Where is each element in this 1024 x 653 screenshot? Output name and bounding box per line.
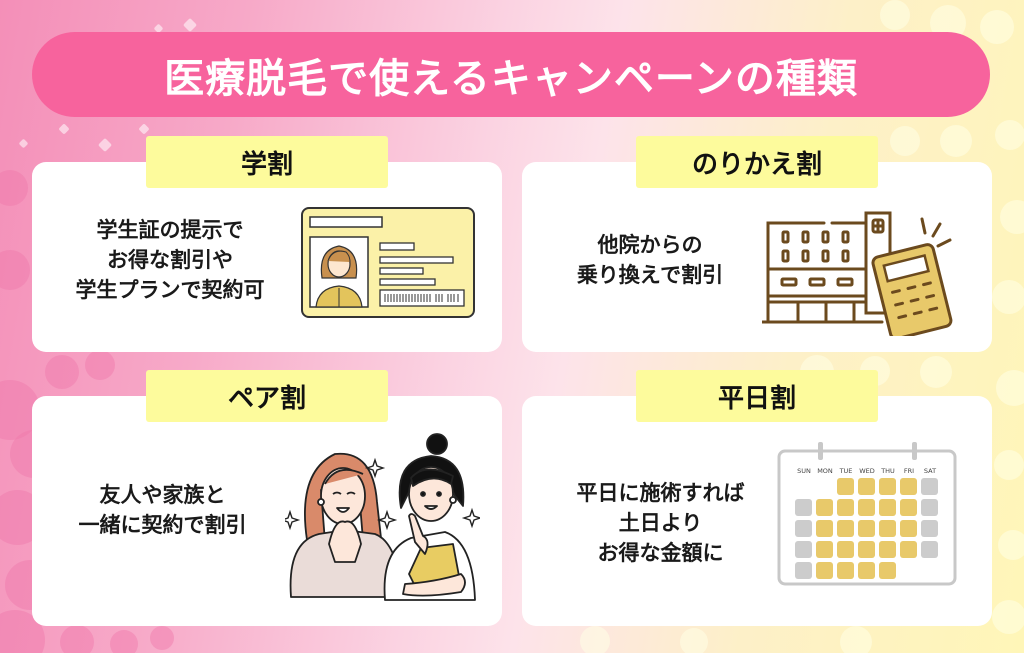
student-id-card-icon — [301, 207, 475, 318]
calendar-day-thu: THU — [880, 467, 895, 475]
desc-line: 乗り換えで割引 — [576, 263, 724, 287]
calendar-day-tue: TUE — [839, 467, 853, 475]
desc-line: 友人や家族と — [99, 483, 226, 507]
desc-line: 土日より — [618, 510, 703, 535]
calendar-day-wed: WED — [859, 467, 875, 475]
page-title: 医療脱毛で使えるキャンペーンの種類 — [164, 55, 858, 102]
desc-line: お得な金額に — [597, 540, 724, 565]
desc-line: 学生証の提示で — [96, 218, 244, 242]
calendar-day-mon: MON — [817, 467, 833, 475]
calendar-day-sat: SAT — [924, 467, 936, 475]
clinic-building-calculator-icon — [762, 211, 953, 336]
campaign-desc-weekday: 平日に施術すれば 土日より お得な金額に — [548, 470, 773, 575]
campaign-label-transfer: のりかえ割 — [636, 136, 878, 188]
title-banner: 医療脱毛で使えるキャンペーンの種類 — [32, 32, 990, 117]
campaign-desc-transfer: 他院からの 乗り換えで割引 — [540, 215, 760, 305]
calendar-day-sun: SUN — [797, 467, 811, 475]
calendar-day-fri: FRI — [904, 467, 914, 475]
campaign-desc-pair: 友人や家族と 一緒に契約で割引 — [50, 470, 275, 550]
weekday-calendar-icon: SUN MON TUE WED THU FRI SAT — [777, 442, 957, 586]
two-women-friends-icon — [285, 433, 480, 601]
desc-line: 平日に施術すれば — [576, 480, 745, 505]
campaign-label-weekday: 平日割 — [636, 370, 878, 422]
desc-line: 学生プランで契約可 — [75, 278, 265, 302]
campaign-label-pair: ペア割 — [146, 370, 388, 422]
desc-line: 他院からの — [597, 233, 703, 257]
desc-line: 一緒に契約で割引 — [78, 513, 247, 537]
campaign-label-student: 学割 — [146, 136, 388, 188]
campaign-desc-student: 学生証の提示で お得な割引や 学生プランで契約可 — [40, 200, 300, 320]
desc-line: お得な割引や — [107, 248, 233, 272]
